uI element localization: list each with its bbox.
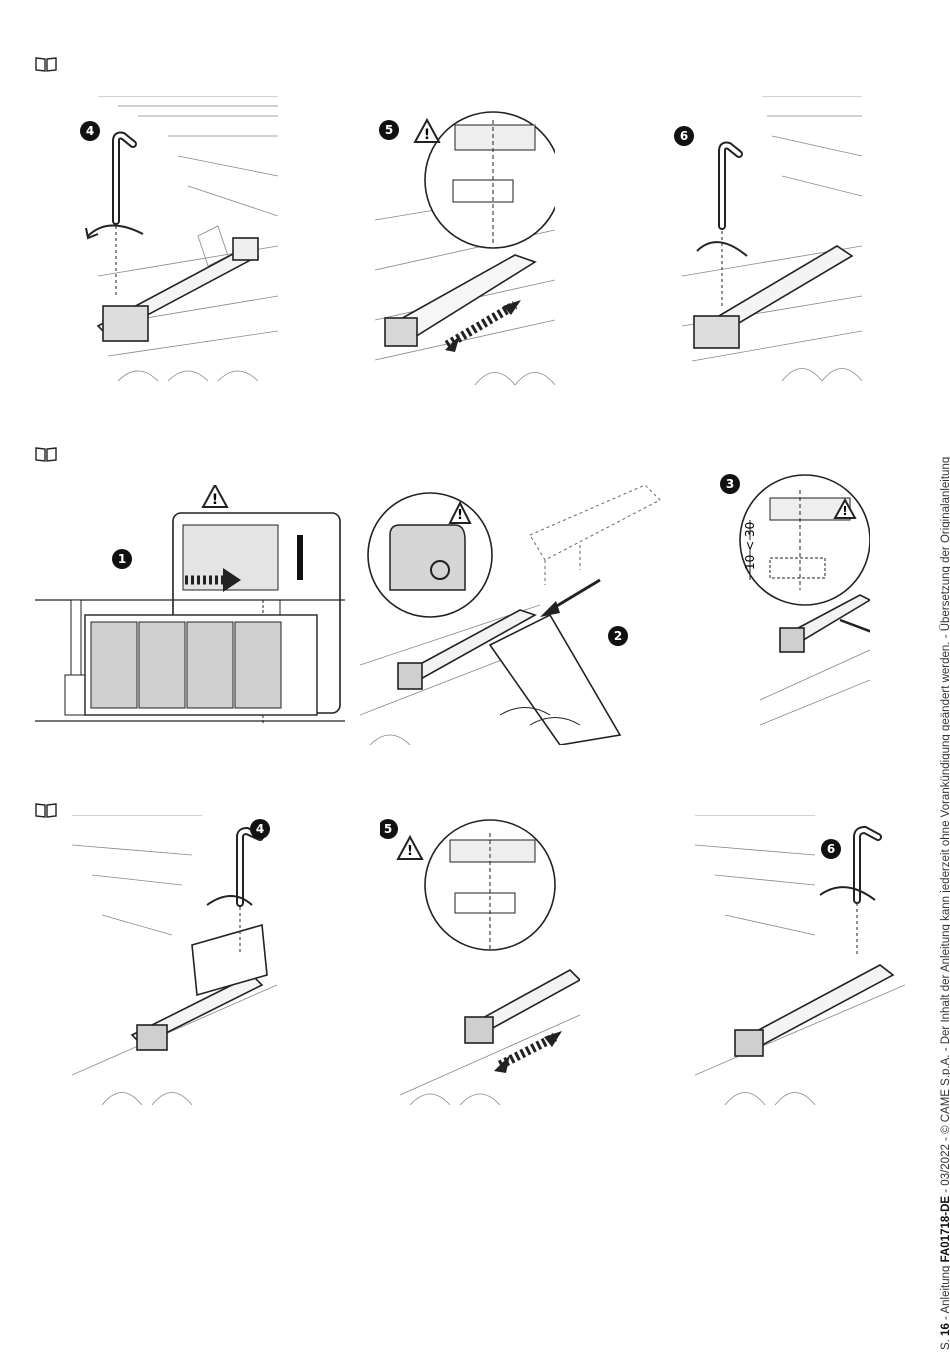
svg-text:5: 5 [385,123,393,137]
page-number: 16 [940,1323,950,1336]
footer-text: - 03/2022 - © CAME S.p.A. - Der Inhalt d… [940,457,950,1196]
figure-step-6-hex-key-b: 6 [695,815,905,1105]
svg-text:!: ! [424,127,430,143]
step-badge: 6 [821,839,841,859]
figure-step-2-rack-mount: ! 2 [360,485,670,745]
page-footer: S. 16 - Anleitung FA01718-DE - 03/2022 -… [940,457,950,1350]
step-badge: 5 [379,120,399,140]
figure-step-4-hex-key-b: 4 [72,815,277,1105]
book-icon [35,802,57,818]
doc-code: FA01718-DE [940,1196,950,1262]
svg-text:!: ! [457,508,463,523]
figure-step-6-hex-key: 6 [672,96,862,381]
svg-text:!: ! [212,492,218,508]
step-badge: 4 [80,121,100,141]
step-badge: 2 [608,626,628,646]
svg-text:4: 4 [256,822,264,836]
book-icon [35,446,57,462]
footer-sep: - Anleitung [940,1262,950,1323]
figure-step-5-adjust: ! 5 [375,100,555,385]
figure-step-4-hex-key: 4 [78,96,278,381]
book-icon [35,56,57,72]
figure-step-5-adjust-b: ! 5 [380,815,580,1105]
step-badge: 3 [720,474,740,494]
step-badge: 6 [674,126,694,146]
svg-text:!: ! [407,844,413,859]
step-badge: 1 [112,549,132,569]
footer-prefix: S. [940,1336,950,1350]
svg-text:6: 6 [827,842,835,856]
svg-text:1: 1 [118,552,126,566]
step-badge: 5 [380,819,398,839]
figure-step-1-gate-close: ! 1 [35,485,345,750]
svg-text:5: 5 [384,822,392,836]
svg-text:2: 2 [614,629,622,643]
svg-text:6: 6 [680,129,688,143]
figure-step-3-measure: ! 10 < 30 3 [720,470,870,730]
svg-text:!: ! [842,504,847,518]
step-badge: 4 [250,819,270,839]
svg-text:4: 4 [86,124,94,138]
svg-text:3: 3 [726,477,734,491]
measurement-label: 10 < 30 [743,522,757,570]
